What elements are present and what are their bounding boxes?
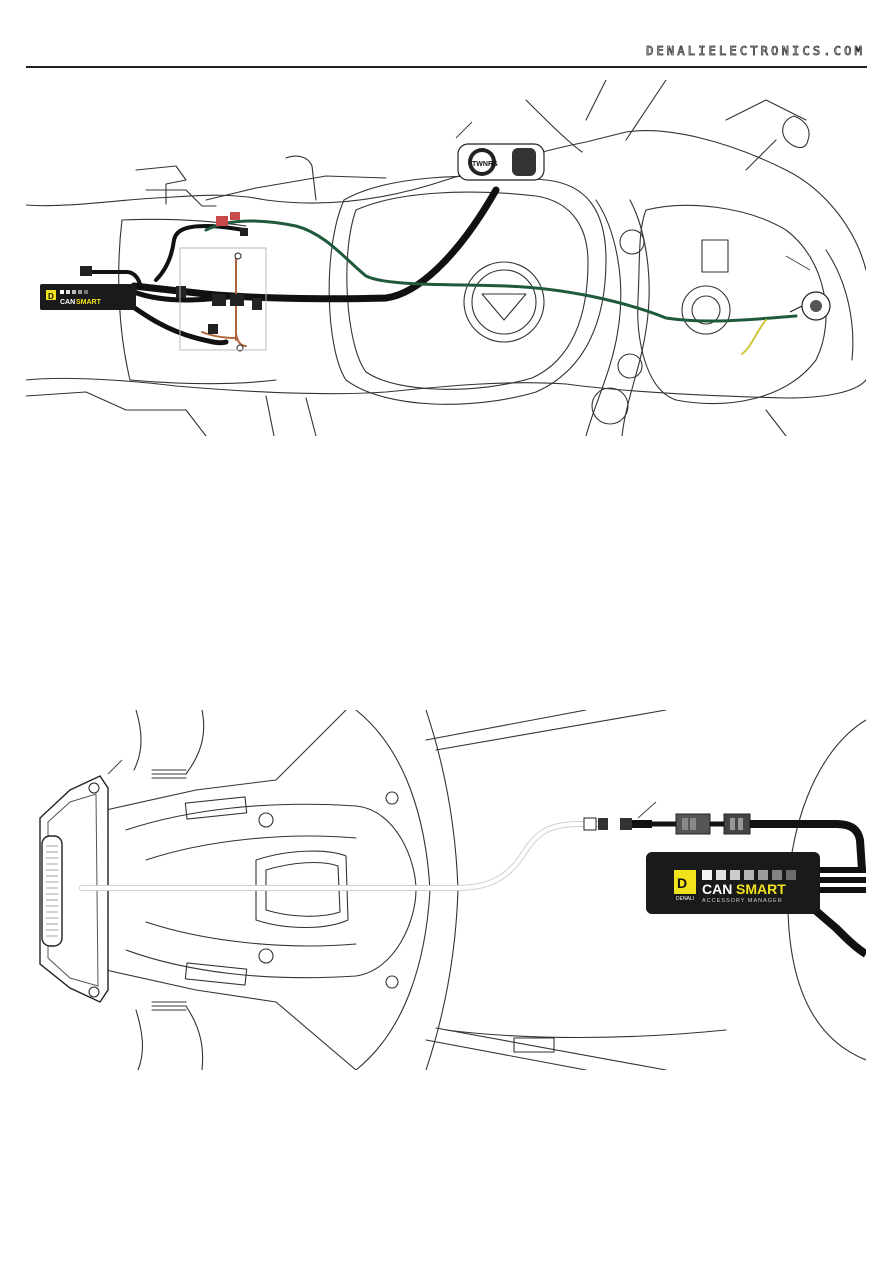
site-url: DENALIELECTRONICS.COM — [646, 44, 865, 59]
cansmart-module-front: D CAN SMART — [40, 284, 136, 310]
module-smart-text: SMART — [736, 881, 786, 897]
header-rule — [26, 66, 867, 68]
wiring-diagram-rear: D DENALI CAN SMART ACCESSORY MANAGER — [26, 710, 866, 1070]
module-can-text: CAN — [702, 881, 732, 897]
horn-icon — [785, 255, 831, 321]
denali-logo-icon — [46, 290, 56, 300]
module-can-text: CAN — [60, 299, 75, 306]
module-logo-text: D — [48, 292, 54, 301]
module-brand-text: DENALI — [676, 896, 694, 902]
cansmart-module-rear: D DENALI CAN SMART ACCESSORY MANAGER — [646, 852, 820, 914]
module-smart-text: SMART — [76, 299, 102, 306]
connectors-front — [80, 212, 267, 352]
connectors-rear — [583, 801, 866, 958]
tail-light-icon — [39, 759, 123, 1003]
module-subtitle: ACCESSORY MANAGER — [702, 898, 783, 904]
switch-icon: TWNRS — [455, 121, 545, 181]
wiring-harness-front — [84, 186, 798, 355]
wiring-diagram-front: D CAN SMART TWNRS — [26, 80, 866, 436]
module-logo-text: D — [677, 875, 687, 891]
denali-logo-icon — [674, 870, 696, 894]
switch-label: TWNRS — [472, 161, 498, 168]
